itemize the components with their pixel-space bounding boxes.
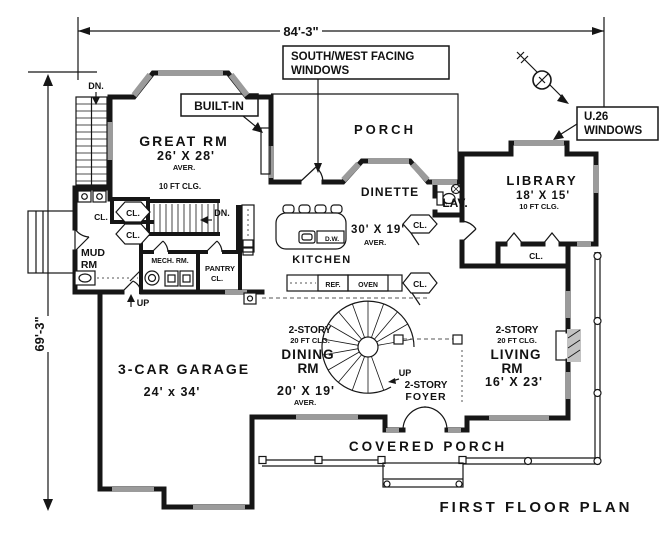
- library-ceiling: 10 FT CLG.: [519, 202, 559, 211]
- mechanical-equipment: [144, 270, 194, 287]
- porch-label: PORCH: [354, 122, 416, 137]
- callout-text: U.26: [584, 111, 608, 123]
- dining-label2: RM: [298, 361, 319, 376]
- southwest-windows-callout: SOUTH/WEST FACING WINDOWS: [282, 45, 450, 173]
- kitchen-aver: AVER.: [364, 238, 386, 247]
- porch-railings: [258, 251, 602, 488]
- covered-porch-label: COVERED PORCH: [349, 439, 507, 454]
- dinette-label: DINETTE: [361, 185, 419, 199]
- stair-markers: DN. DN. UP UP: [88, 81, 411, 384]
- library-size: 18' X 15': [516, 190, 570, 202]
- fireplace: [555, 329, 581, 362]
- dining-ceiling: 20 FT CLG.: [290, 336, 330, 345]
- built-in-callout: BUILT-IN: [180, 93, 263, 133]
- closet-label: CL.: [413, 279, 427, 289]
- down-label: DN.: [214, 208, 230, 218]
- kitchen-island: D.W.: [275, 204, 347, 250]
- dishwasher-label: D.W.: [325, 236, 339, 243]
- library-label: LIBRARY: [506, 173, 577, 188]
- closet-label: CL.: [529, 251, 543, 261]
- closet-label: CL.: [126, 208, 140, 218]
- top-dimension: 84'-3": [28, 17, 605, 138]
- kitchen-label: KITCHEN: [292, 254, 351, 266]
- exterior-stairs: [75, 96, 108, 186]
- great-room-label: GREAT RM: [139, 133, 229, 149]
- great-room-aver: AVER.: [173, 163, 195, 172]
- great-room-ceiling: 10 FT CLG.: [159, 182, 201, 191]
- foyer-story: 2-STORY: [405, 380, 448, 391]
- callout-text: SOUTH/WEST FACING: [291, 51, 414, 63]
- u26-windows-callout: U.26 WINDOWS: [553, 106, 659, 141]
- kitchen-cabinets: REF. OVEN: [241, 204, 403, 292]
- lav-label: LAV.: [442, 196, 467, 210]
- foyer-label: FOYER: [405, 391, 446, 403]
- closet-labels: CL. CL. CL. CL. CL. CL.: [94, 208, 543, 289]
- refrigerator-label: REF.: [325, 282, 340, 289]
- mech-room-label: MECH. RM.: [151, 258, 188, 265]
- north-arrow-icon: [516, 51, 569, 104]
- closets: [115, 201, 438, 294]
- mud-room-fixtures: [74, 190, 138, 286]
- room-labels: GREAT RM 26' X 28' AVER. 10 FT CLG. PORC…: [81, 122, 633, 516]
- basement-stairs: [153, 201, 219, 234]
- garage-size: 24' x 34': [144, 385, 201, 399]
- living-size: 16' X 23': [485, 375, 543, 389]
- spiral-staircase: [321, 300, 415, 394]
- kitchen-size: 30' X 19': [351, 224, 405, 236]
- pantry-label: PANTRY: [205, 264, 235, 273]
- width-dimension-label: 84'-3": [283, 24, 318, 39]
- height-dimension-label: 69'-3": [32, 316, 47, 351]
- oven-label: OVEN: [358, 282, 378, 289]
- closet-label: CL.: [413, 220, 427, 230]
- windows: [107, 70, 599, 510]
- living-label2: RM: [502, 361, 523, 376]
- side-stoop: [27, 210, 76, 274]
- mud-room-label: MUD: [81, 247, 105, 259]
- callout-text: BUILT-IN: [194, 99, 244, 113]
- callout-text: WINDOWS: [291, 65, 349, 77]
- down-label: DN.: [88, 81, 104, 91]
- porch-outline: [271, 93, 459, 152]
- garage-corner-post: [243, 292, 257, 305]
- built-in-unit: [260, 127, 271, 175]
- foyer-colonnade: [393, 334, 463, 404]
- dining-size: 20' X 19': [277, 384, 335, 398]
- callout-text: WINDOWS: [584, 125, 642, 137]
- garage-label: 3-CAR GARAGE: [118, 361, 250, 377]
- living-label: LIVING: [490, 347, 541, 362]
- living-story: 2-STORY: [496, 325, 539, 336]
- mud-room-label2: RM: [81, 259, 98, 271]
- lav-fixtures: [436, 183, 462, 206]
- closet-label: CL.: [94, 212, 108, 222]
- closet-label: CL.: [126, 230, 140, 240]
- plan-title: FIRST FLOOR PLAN: [440, 499, 633, 516]
- up-label: UP: [137, 298, 150, 308]
- dining-story: 2-STORY: [289, 325, 332, 336]
- left-dimension: 69'-3": [32, 74, 53, 511]
- up-label: UP: [399, 368, 412, 378]
- dining-aver: AVER.: [294, 398, 316, 407]
- dining-label: DINING: [281, 347, 334, 362]
- great-room-size: 26' X 28': [157, 149, 215, 163]
- pantry-label2: CL.: [211, 274, 223, 283]
- living-ceiling: 20 FT CLG.: [497, 336, 537, 345]
